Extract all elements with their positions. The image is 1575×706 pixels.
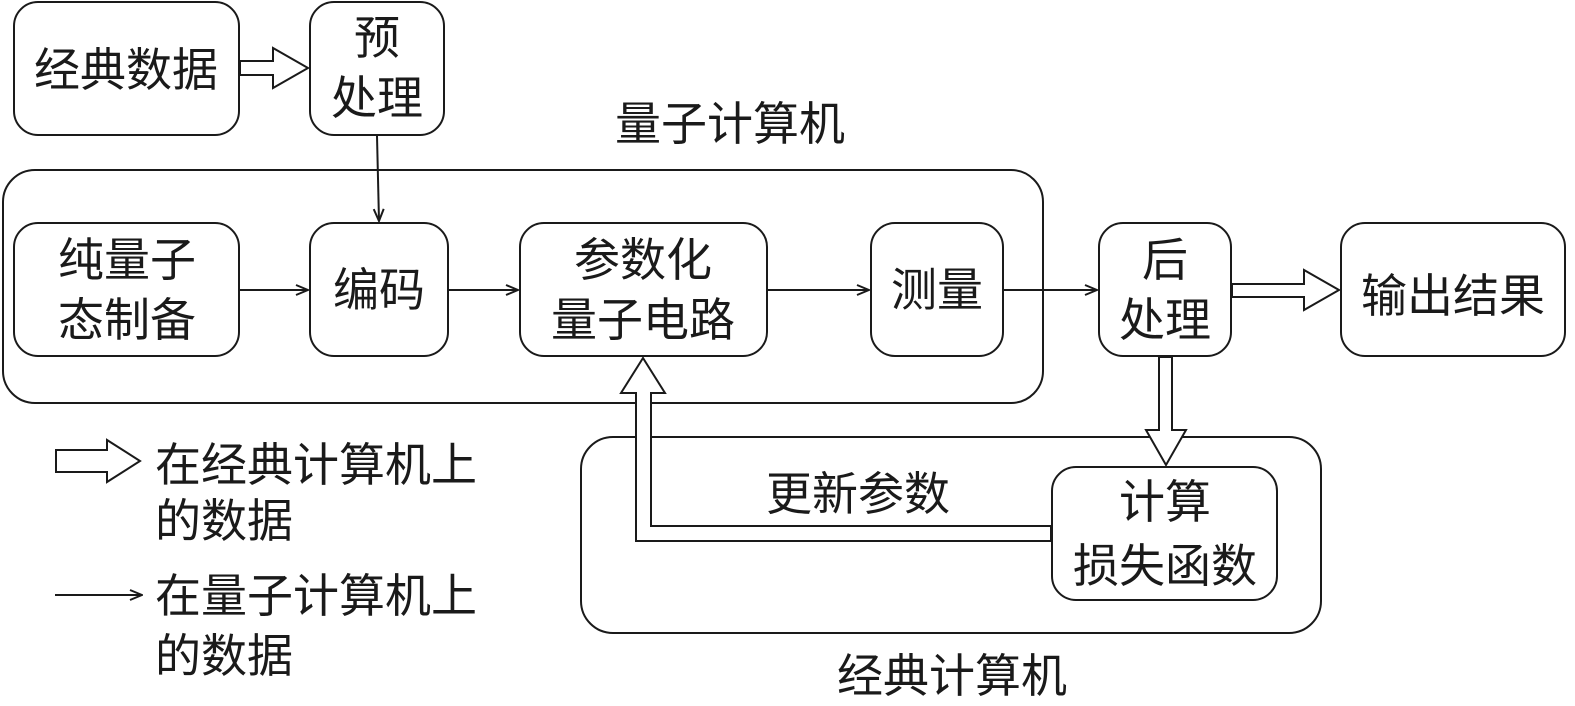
node-label: 纯量子 — [58, 233, 196, 287]
node-loss-function: 计算 损失函数 — [1051, 466, 1278, 601]
classical-computer-group — [580, 436, 1322, 634]
legend-classical-label: 在经典计算机上 — [155, 438, 477, 492]
node-preprocess: 预 处理 — [309, 1, 445, 136]
node-label: 参数化 — [574, 233, 712, 287]
node-state-preparation: 纯量子 态制备 — [13, 222, 240, 357]
node-label: 计算 — [1119, 475, 1211, 529]
classical-arrow-update-parameters — [619, 356, 1052, 542]
node-label: 测量 — [891, 263, 983, 317]
node-parameterized-quantum-circuit: 参数化 量子电路 — [519, 222, 768, 357]
node-label: 损失函数 — [1073, 539, 1257, 593]
classical-computer-title: 经典计算机 — [837, 649, 1067, 703]
node-label: 处理 — [331, 71, 423, 125]
legend-classical-label-2: 的数据 — [155, 494, 293, 548]
quantum-arrow-preprocess-to-encode — [377, 135, 379, 221]
node-label: 态制备 — [58, 293, 196, 347]
legend: 在经典计算机上 的数据 在量子计算机上 的数据 — [55, 438, 477, 683]
quantum-computer-title: 量子计算机 — [615, 97, 845, 151]
legend-quantum-label: 在量子计算机上 — [155, 569, 477, 623]
node-label: 处理 — [1119, 293, 1211, 347]
node-label: 后 — [1142, 233, 1188, 287]
node-label: 量子电路 — [551, 293, 735, 347]
quantum-computer-group — [2, 169, 1044, 404]
classical-arrow-postprocess-to-loss — [1144, 356, 1188, 468]
node-postprocess: 后 处理 — [1098, 222, 1232, 357]
classical-arrow-postprocess-to-output — [1231, 268, 1342, 312]
node-output-result: 输出结果 — [1340, 222, 1566, 357]
node-label: 输出结果 — [1361, 269, 1545, 323]
update-parameters-label: 更新参数 — [766, 467, 950, 521]
classical-arrow-data-to-preprocess — [239, 46, 311, 90]
node-label: 编码 — [333, 263, 425, 317]
node-encoding: 编码 — [309, 222, 449, 357]
node-label: 经典数据 — [34, 43, 218, 97]
node-measurement: 测量 — [870, 222, 1004, 357]
legend-classical-arrow-icon — [55, 438, 142, 484]
legend-quantum-label-2: 的数据 — [155, 629, 293, 683]
node-label: 预 — [354, 11, 400, 65]
node-classical-data: 经典数据 — [13, 1, 240, 136]
